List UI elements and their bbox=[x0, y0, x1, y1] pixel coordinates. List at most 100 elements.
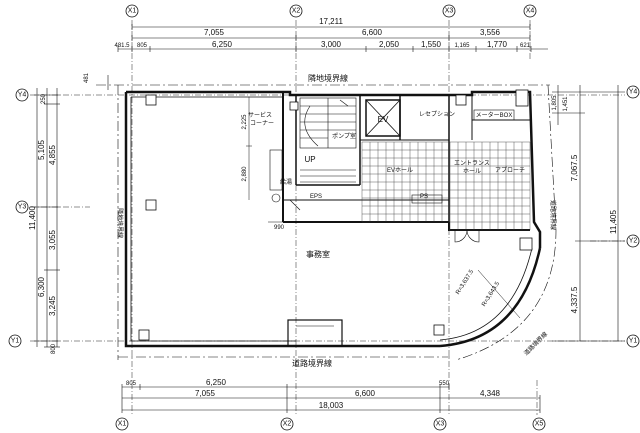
label-pump-room: ポンプ室 bbox=[332, 132, 356, 140]
label-up: UP bbox=[304, 155, 315, 164]
left-dimension-lines bbox=[34, 75, 109, 348]
dim-top-r2-1: 7,055 bbox=[204, 28, 225, 37]
columns bbox=[138, 89, 533, 341]
dim-left-800: 800 bbox=[51, 343, 57, 354]
room-labels: 隣地境界線 隣地境界線 道路境界線 道路境界線 道路境界線 サービス コーナー … bbox=[116, 73, 557, 368]
dim-inner-radius2: R=3,637.5 bbox=[455, 269, 475, 296]
dim-left-4855: 4,855 bbox=[48, 144, 57, 165]
axis-bubble-bottom-x5 bbox=[532, 417, 546, 431]
label-boundary-corner: 道路境界線 bbox=[522, 330, 549, 357]
axis-label-top-x4: X4 bbox=[526, 8, 535, 15]
label-service-corner-a: サービス bbox=[248, 111, 272, 119]
axis-bubbles bbox=[8, 4, 640, 431]
label-boundary-top: 隣地境界線 bbox=[308, 73, 348, 83]
axis-label-bottom-x2: X2 bbox=[283, 421, 292, 428]
dim-bottom-r1-1: 805 bbox=[126, 381, 137, 387]
label-kitchen: 給湯 bbox=[280, 178, 292, 186]
axis-bubble-top-x3 bbox=[442, 4, 456, 18]
dim-bottom-r2-2: 6,600 bbox=[355, 389, 376, 398]
dim-left-3055: 3,055 bbox=[48, 229, 57, 250]
curved-wall-inner bbox=[439, 247, 533, 341]
dim-bottom-r1-2: 6,250 bbox=[206, 378, 227, 387]
curved-wall bbox=[439, 247, 542, 348]
dim-right-7067: 7,067.5 bbox=[570, 154, 579, 181]
axis-bubble-bottom-x2 bbox=[280, 417, 294, 431]
right-dimension-text: 1,805 1,451 7,067.5 11,405 4,337.5 bbox=[552, 95, 618, 314]
axis-label-right-y2: Y2 bbox=[629, 238, 638, 245]
inner-dimensions bbox=[246, 97, 521, 319]
dim-bottom-r1-3: 550 bbox=[439, 381, 450, 387]
dim-right-1451: 1,451 bbox=[563, 96, 569, 112]
doors bbox=[287, 199, 480, 347]
dim-top-r3-7: 1,165 bbox=[454, 43, 470, 49]
label-ps: PS bbox=[420, 194, 428, 200]
dim-top-r3-8: 1,770 bbox=[487, 40, 508, 49]
dim-left-250: 250 bbox=[41, 93, 47, 104]
staircase bbox=[299, 97, 357, 183]
dim-inner-w1: 990 bbox=[274, 225, 285, 231]
label-ev-hall: EVホール bbox=[387, 167, 413, 174]
outer-wall-top-right bbox=[126, 90, 542, 248]
dim-bottom-overall: 18,003 bbox=[319, 401, 344, 410]
label-service-corner-b: コーナー bbox=[250, 120, 274, 127]
label-elevator: EV bbox=[378, 115, 389, 124]
axis-bubble-top-x1 bbox=[125, 4, 139, 18]
tiled-floor bbox=[361, 141, 531, 231]
top-dimension-text: 17,211 7,055 6,600 3,556 481.5 805 6,250… bbox=[114, 17, 530, 49]
dim-top-r3-2: 805 bbox=[137, 43, 148, 49]
label-boundary-left: 隣地境界線 bbox=[116, 208, 124, 238]
bottom-dimension-lines bbox=[121, 384, 541, 413]
axis-label-left-y4: Y4 bbox=[18, 92, 27, 99]
top-dimension-lines bbox=[117, 24, 548, 52]
dim-left-6300: 6,300 bbox=[37, 276, 46, 297]
label-reception: レセプション bbox=[419, 111, 455, 118]
axis-label-left-y3: Y3 bbox=[18, 204, 27, 211]
dim-top-r3-9: 621 bbox=[520, 43, 531, 49]
dim-left-11400: 11,400 bbox=[28, 206, 37, 230]
dim-left-5105: 5,105 bbox=[37, 139, 46, 160]
right-dimension-lines bbox=[552, 85, 625, 342]
axis-label-bottom-x3: X3 bbox=[436, 421, 445, 428]
dim-inner-radius: R=3,643.5 bbox=[481, 281, 501, 308]
axis-bubble-left-y3 bbox=[15, 200, 29, 214]
label-approach: アプローチ bbox=[495, 167, 525, 174]
dim-inner-h1: 2,225 bbox=[242, 114, 248, 130]
dim-bottom-r2-3: 4,348 bbox=[480, 389, 501, 398]
axis-bubble-top-x4 bbox=[523, 4, 537, 18]
axis-bubble-left-y1 bbox=[8, 334, 22, 348]
label-entrance-a: エントランス bbox=[454, 160, 490, 167]
dim-top-overall: 17,211 bbox=[319, 17, 343, 26]
axis-label-top-x1: X1 bbox=[128, 8, 137, 15]
dim-right-1805: 1,805 bbox=[552, 95, 558, 111]
axis-bubble-right-y2 bbox=[626, 234, 640, 248]
label-entrance-b: ホール bbox=[463, 168, 481, 175]
axis-bubble-left-y4 bbox=[15, 88, 29, 102]
dim-left-481: 481 bbox=[84, 72, 90, 83]
axis-bubble-bottom-x1 bbox=[115, 417, 129, 431]
axis-label-right-y1: Y1 bbox=[629, 338, 638, 345]
dim-top-r3-6: 1,550 bbox=[421, 40, 442, 49]
dim-right-4337: 4,337.5 bbox=[570, 286, 579, 313]
axis-label-bottom-x5: X5 bbox=[535, 421, 544, 428]
label-boundary-right: 道路境界線 bbox=[549, 200, 557, 230]
axis-label-bottom-x1: X1 bbox=[118, 421, 127, 428]
dim-top-r3-4: 3,000 bbox=[321, 40, 342, 49]
axis-bubble-right-y4 bbox=[626, 85, 640, 99]
outer-wall-left-bottom bbox=[124, 92, 296, 348]
dim-top-r2-2: 6,600 bbox=[362, 28, 383, 37]
fixtures bbox=[269, 109, 515, 204]
dim-inner-h2: 2,880 bbox=[242, 166, 248, 182]
left-dimension-text: 250 5,105 4,855 11,400 3,055 6,300 3,245… bbox=[28, 72, 90, 354]
axis-label-right-y4: Y4 bbox=[629, 89, 638, 96]
dim-left-3245: 3,245 bbox=[48, 295, 57, 316]
label-office: 事務室 bbox=[306, 249, 330, 259]
axis-bubble-right-y1 bbox=[626, 334, 640, 348]
axis-label-top-x3: X3 bbox=[445, 8, 454, 15]
label-boundary-bottom: 道路境界線 bbox=[292, 358, 332, 368]
dim-bottom-r2-1: 7,055 bbox=[195, 389, 216, 398]
entrance-door-bottom bbox=[287, 319, 343, 347]
axis-bubble-top-x2 bbox=[289, 4, 303, 18]
dim-top-r3-5: 2,050 bbox=[379, 40, 400, 49]
